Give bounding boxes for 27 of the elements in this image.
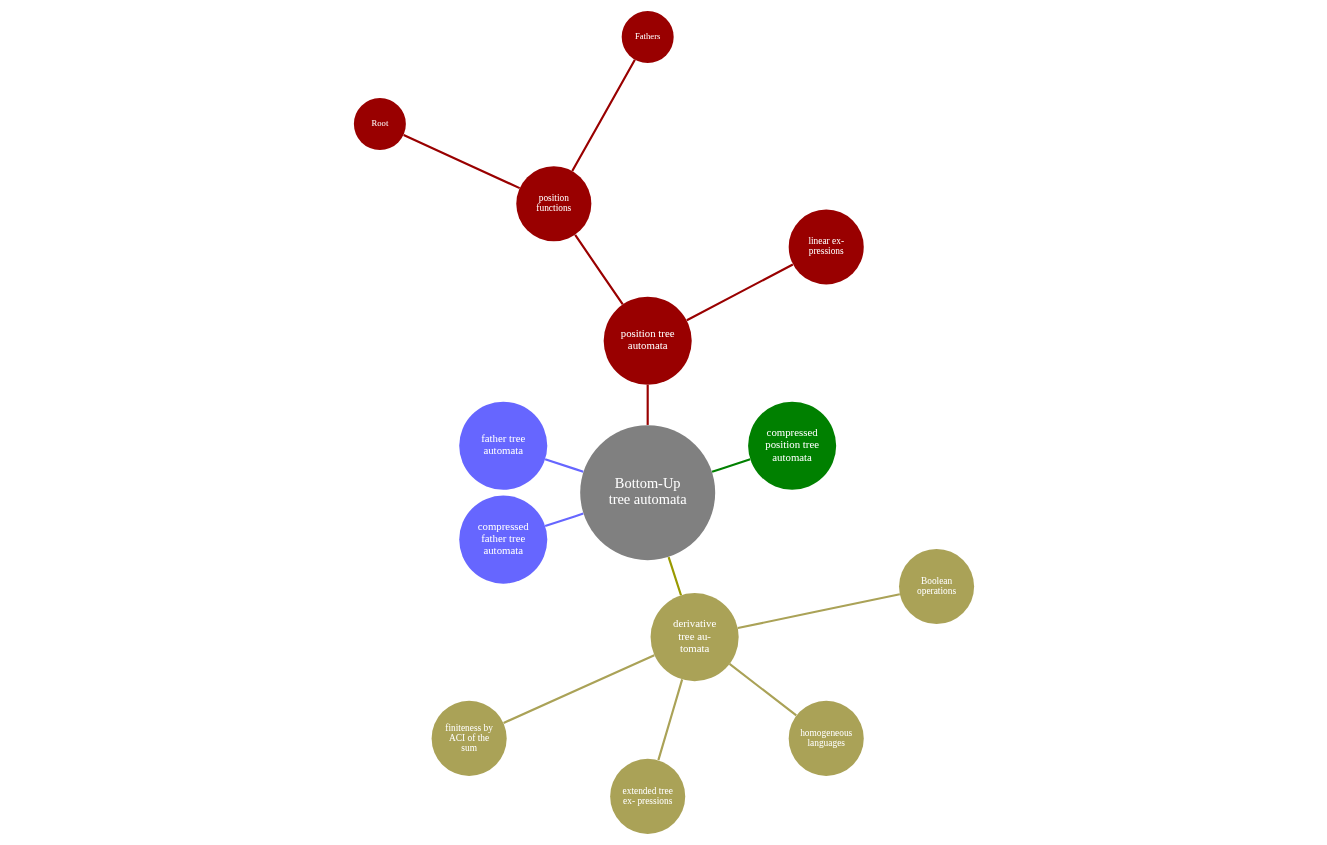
connector <box>646 384 649 425</box>
node-circle: extended tree ex- pressions <box>609 758 685 834</box>
connector <box>737 593 900 630</box>
node-circle: linear ex- pressions <box>788 209 864 285</box>
node-circle: position tree automata <box>603 296 692 385</box>
node-circle: father tree automata <box>458 401 547 490</box>
node-circle: Boolean operations <box>898 549 974 625</box>
node-circle: homogeneous languages <box>788 700 864 776</box>
connector <box>402 133 520 190</box>
connector <box>656 679 683 761</box>
node-circle: compressed position tree automata <box>747 401 836 490</box>
connector <box>667 556 682 596</box>
connector <box>711 458 751 473</box>
connector <box>502 654 655 724</box>
connector <box>544 512 584 527</box>
node-circle: position functions <box>515 166 591 242</box>
node-circle: compressed father tree automata <box>458 495 547 584</box>
node-circle: Root <box>353 98 406 151</box>
node-circle: derivative tree au- tomata <box>650 593 739 682</box>
connector <box>685 263 793 322</box>
connector <box>570 59 636 172</box>
node-circle: Fathers <box>621 11 674 64</box>
node-circle: Bottom-Up tree automata <box>579 425 715 561</box>
connector <box>728 663 797 717</box>
node-circle: finiteness by ACI of the sum <box>431 700 507 776</box>
connector <box>573 234 624 306</box>
connector <box>544 458 584 473</box>
